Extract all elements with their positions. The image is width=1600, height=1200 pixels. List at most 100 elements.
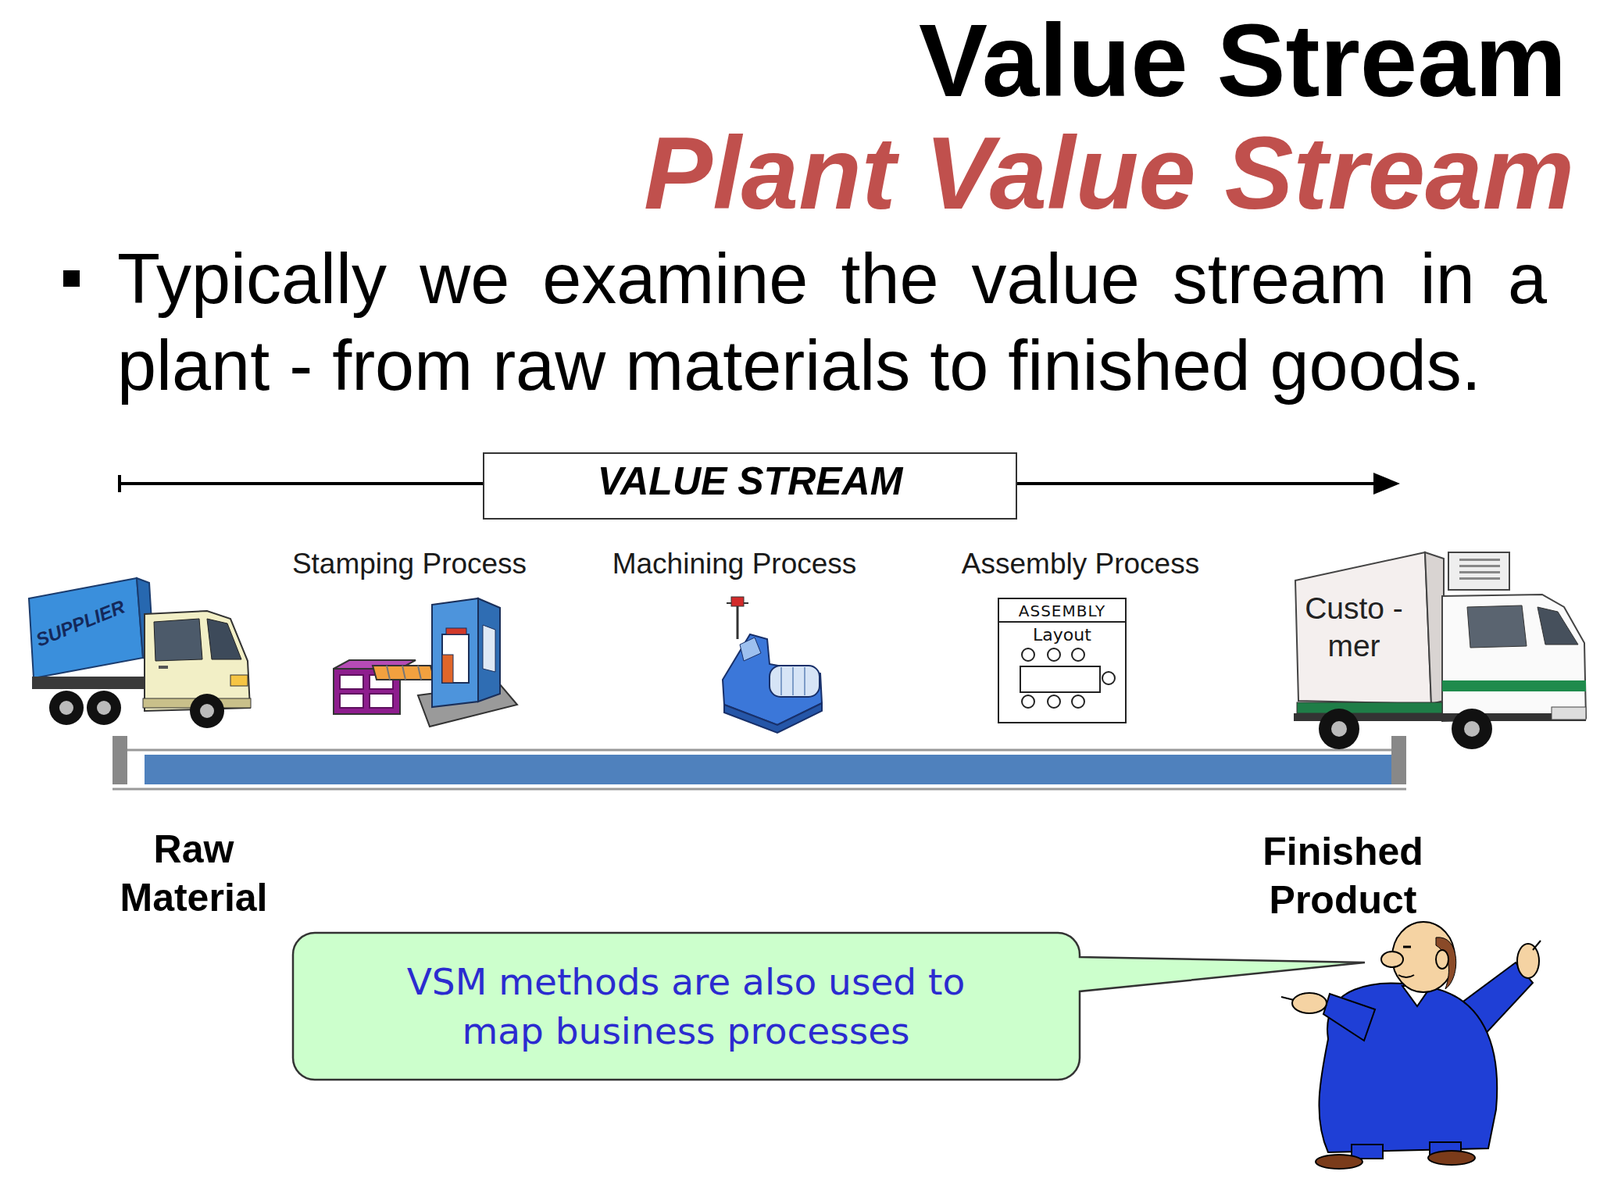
stamping-press [446, 628, 467, 635]
cartoon-man [1292, 992, 1327, 1014]
truck-window [1467, 605, 1527, 648]
reefer-unit [1448, 552, 1510, 590]
banner-text: VALUE STREAM [484, 461, 1016, 501]
stamping-press [432, 598, 479, 708]
lathe-machine [769, 665, 820, 697]
station-circle [1047, 648, 1061, 661]
cartoon-man [1315, 1154, 1363, 1169]
stamping-press [402, 665, 406, 680]
truck-window [1537, 607, 1579, 645]
door-handle [158, 665, 168, 669]
stamping-press [442, 634, 469, 683]
stamping-press [417, 665, 422, 680]
station-circle [1071, 695, 1085, 708]
stamping-press [372, 665, 435, 680]
cartoon-man [1428, 1150, 1475, 1165]
stamping-press [339, 693, 364, 708]
speech-bubble-outline [292, 932, 1365, 1080]
wheel [49, 690, 84, 725]
layout-heading: ASSEMBLY [999, 601, 1125, 621]
wheel [1451, 708, 1493, 750]
lathe-machine [792, 667, 794, 696]
wheel [1331, 721, 1347, 737]
cargo-box [1295, 552, 1432, 704]
bubble-text: VSM methods are also used to map busines… [377, 957, 995, 1056]
flow-bar [112, 735, 1407, 790]
station-circle [1021, 695, 1035, 708]
stamping-press [478, 598, 500, 702]
station-circle [1071, 648, 1085, 661]
stamping-press [333, 598, 518, 727]
wheel [1318, 708, 1360, 750]
flow-bar [144, 754, 1393, 785]
cab-stripe [1442, 680, 1586, 692]
cartoon-man [1381, 951, 1404, 968]
supplier-truck: SUPPLIER [25, 573, 254, 730]
process-label: Assembly Process [947, 546, 1214, 582]
station-circle [1021, 648, 1035, 661]
lathe-machine [731, 596, 744, 607]
bullet-text: Typically we examine the value stream in… [117, 235, 1547, 410]
cartoon-man [1318, 983, 1497, 1153]
cartoon-man [1398, 975, 1415, 978]
lathe-machine [780, 667, 783, 696]
station-circle [1102, 671, 1115, 685]
truck-window [153, 618, 203, 661]
supplier-truck-shape [25, 573, 254, 730]
station-circle [1047, 695, 1061, 708]
cartoon-man [1435, 937, 1457, 990]
truck-window [207, 618, 242, 660]
lathe-machine [722, 596, 822, 733]
stamping-press [339, 675, 364, 690]
truck-cab [144, 610, 250, 711]
reefer-grille [1459, 577, 1500, 580]
customer-truck: Custo -mer [1293, 547, 1587, 750]
value-stream-arrow [1017, 482, 1379, 486]
stream-banner: VALUE STREAM [482, 452, 1018, 520]
reefer-grille [1459, 558, 1500, 561]
wheel [189, 693, 225, 729]
wheel [200, 703, 215, 718]
truck-chassis [32, 676, 150, 690]
stamping-press [386, 665, 390, 680]
flow-bar [112, 735, 128, 785]
assembly-layout-box: ASSEMBLYLayout [997, 597, 1127, 724]
cartoon-man [1281, 996, 1294, 1000]
truck-skirt [1296, 702, 1443, 714]
wheel [86, 690, 122, 725]
flow-bar [112, 749, 1407, 752]
cartoon-man [1323, 993, 1375, 1041]
truck-text: Custo -mer [1303, 589, 1405, 665]
headlight [230, 675, 248, 686]
wheel [1464, 721, 1480, 737]
lathe-machine [724, 703, 822, 733]
stamping-press [369, 693, 393, 708]
endpoint-label: Finished Product [1241, 827, 1445, 925]
cartoon-man [1403, 946, 1411, 949]
stamping-press [442, 654, 454, 683]
wheel [59, 700, 74, 715]
cargo-box [28, 578, 143, 679]
cartoon-man [1517, 943, 1540, 979]
speech-bubble-shape [292, 932, 1080, 1080]
value-stream-arrow [117, 475, 122, 493]
value-stream-arrow [119, 482, 483, 486]
cartoon-man [1435, 950, 1449, 969]
flow-bar [1391, 735, 1407, 785]
bullet-square [63, 270, 80, 287]
slide-title: Value Stream [546, 9, 1567, 113]
slide-subtitle: Plant Value Stream [468, 121, 1575, 225]
cartoon-man [1281, 921, 1541, 1169]
lathe-machine [739, 637, 761, 661]
bullet-square [63, 270, 80, 287]
stamping-press [482, 625, 496, 672]
value-stream-arrow [1373, 472, 1400, 495]
assembly-table [1020, 666, 1100, 693]
wheel [96, 700, 111, 715]
bumper [1551, 707, 1586, 720]
cartoon-man [1532, 940, 1541, 950]
reefer-grille [1459, 564, 1500, 568]
speech-bubble: VSM methods are also used to map busines… [292, 932, 1080, 1080]
process-label: Machining Process [601, 546, 868, 582]
